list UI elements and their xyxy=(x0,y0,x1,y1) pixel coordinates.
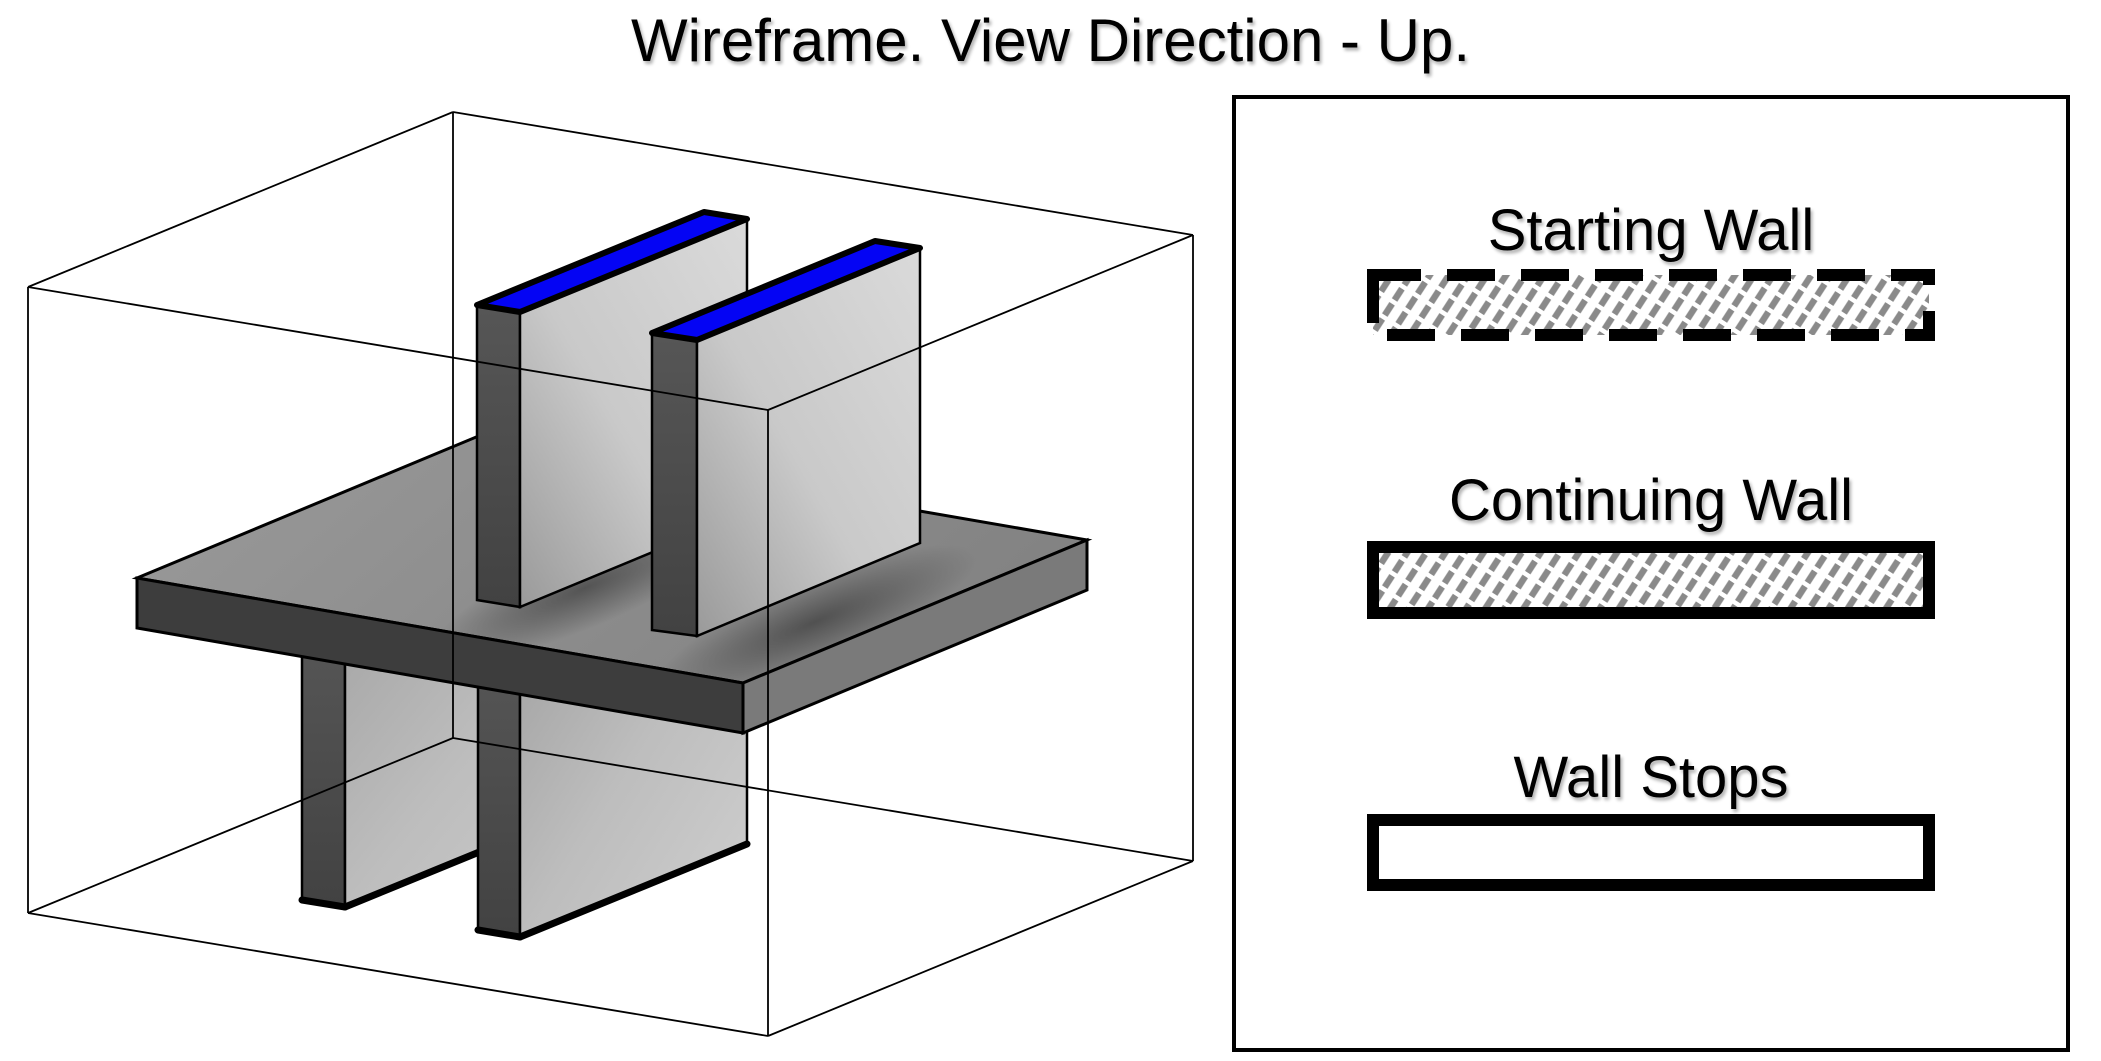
starting-wall-symbol xyxy=(1367,269,1935,341)
upper-wall-1-top-highlight xyxy=(474,209,750,315)
legend-label-starting-wall: Starting Wall xyxy=(1487,198,1815,263)
section-box-wireframe xyxy=(27,111,1194,1037)
slab-side-face xyxy=(741,537,1089,736)
lower-wall-2-bottom-edge xyxy=(474,926,524,941)
lower-wall-2-end-face xyxy=(476,653,522,939)
lower-wall-1-end-face xyxy=(300,631,347,909)
wall-stops-symbol xyxy=(1367,814,1935,891)
upper-wall-1-end-face xyxy=(475,303,522,609)
page-title: Wireframe. View Direction - Up. xyxy=(630,7,1471,74)
slab-shadow-under-wall-2 xyxy=(652,544,978,700)
lower-wall-1-bottom-edge xyxy=(298,896,349,911)
legend-swatch-wall-stops xyxy=(1367,814,1935,891)
upper-wall-2-end-face xyxy=(650,331,699,638)
legend-panel: Starting Wall Continuing Wall Wall Stops xyxy=(1232,95,2070,1052)
legend-label-continuing-wall: Continuing Wall xyxy=(1448,468,1854,533)
lower-wall-2-bottom-edge xyxy=(516,840,751,941)
legend-label-wall-stops: Wall Stops xyxy=(1513,745,1789,810)
continuing-wall-symbol xyxy=(1367,541,1935,619)
legend-swatch-continuing-wall xyxy=(1367,541,1935,619)
upper-wall-2-top-highlight xyxy=(649,238,923,343)
upper-wall-2 xyxy=(649,238,923,638)
legend-swatch-starting-wall xyxy=(1367,269,1935,341)
